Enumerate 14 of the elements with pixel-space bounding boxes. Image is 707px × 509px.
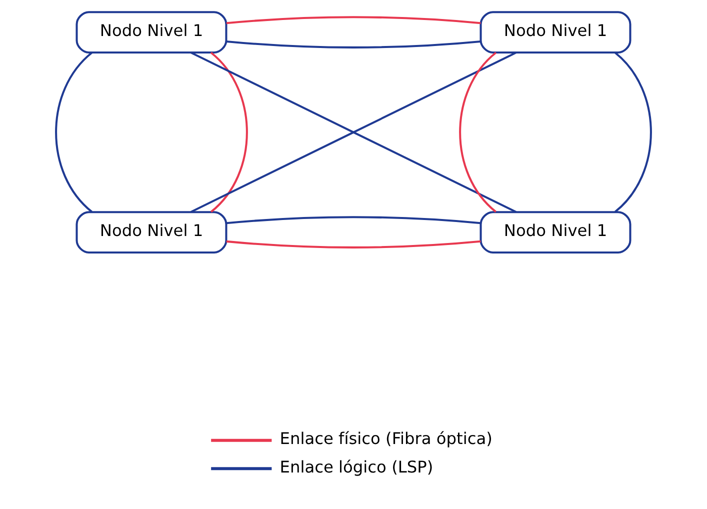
node-box: Nodo Nivel 1 [480, 11, 632, 54]
legend-label: Enlace lógico (LSP) [280, 457, 434, 476]
connector [55, 52, 93, 213]
connector [614, 52, 652, 213]
connector [226, 216, 481, 224]
node-box: Nodo Nivel 1 [76, 211, 228, 254]
connector [226, 16, 481, 24]
connector [226, 240, 481, 248]
node-box: Nodo Nivel 1 [76, 11, 228, 54]
connector [210, 52, 248, 213]
connector [226, 40, 481, 48]
node-box: Nodo Nivel 1 [480, 211, 632, 254]
connector [459, 52, 497, 213]
legend-label: Enlace físico (Fibra óptica) [280, 429, 492, 448]
